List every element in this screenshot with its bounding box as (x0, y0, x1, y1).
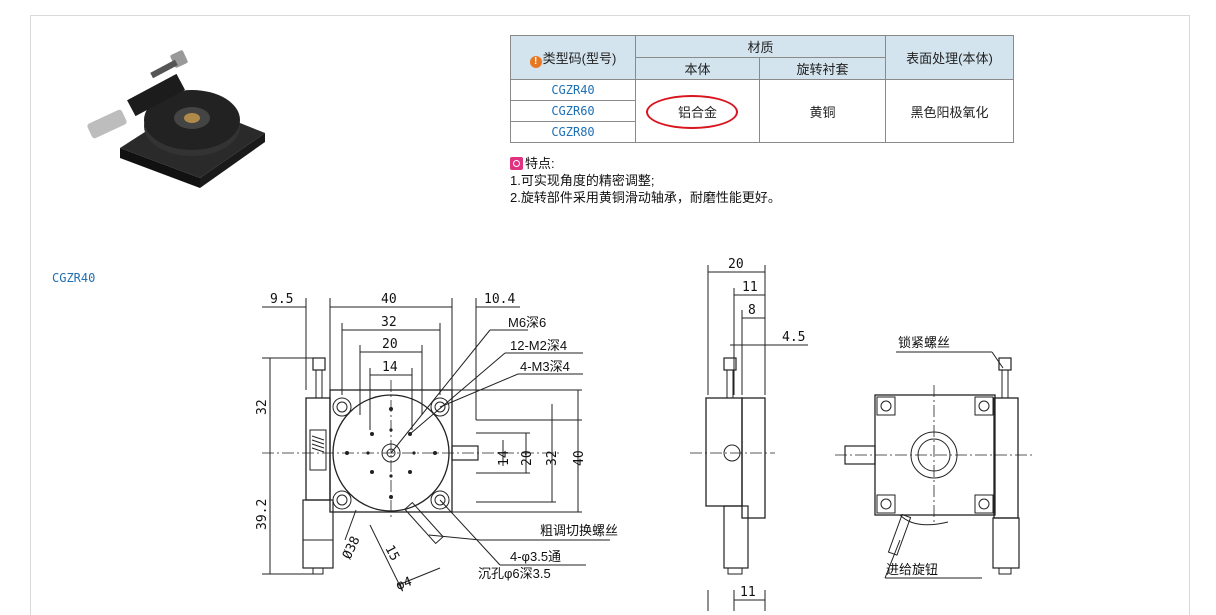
label-counterbore: 沉孔φ6深3.5 (478, 566, 551, 581)
material-bushing: 黄铜 (759, 79, 886, 143)
label-feed-knob: 进给旋钮 (886, 562, 938, 577)
side-view (690, 265, 808, 611)
dim-9-5: 9.5 (270, 292, 293, 307)
features-title: 特点: (525, 156, 555, 171)
product-photo (87, 50, 265, 188)
model-label[interactable]: CGZR40 (52, 271, 96, 285)
dim-side-11-bottom: 11 (740, 585, 756, 600)
label-lock-screw: 锁紧螺丝 (898, 335, 950, 350)
content-frame (30, 15, 1190, 615)
dim-32: 32 (381, 315, 397, 330)
label-m6: M6深6 (508, 315, 546, 330)
dim-v20: 20 (520, 450, 535, 466)
feature-item: 1.可实现角度的精密调整; (510, 173, 655, 188)
dim-v40: 40 (572, 450, 587, 466)
highlight-ellipse (646, 95, 738, 129)
features-title-row: 特点: (510, 155, 781, 172)
label-coarse-screw: 粗调切换螺丝 (540, 523, 618, 538)
dim-phi4: φ4 (394, 574, 414, 594)
code-cgzr40[interactable]: CGZR40 (510, 79, 636, 101)
dim-side-20: 20 (728, 257, 744, 272)
dim-side-8: 8 (748, 303, 756, 318)
label-m3: 4-M3深4 (520, 359, 570, 374)
label-holes: 4-φ3.5通 (510, 549, 561, 564)
dim-10-4: 10.4 (484, 292, 515, 307)
header-body: 本体 (635, 57, 760, 80)
spec-table: !类型码(型号) 材质 表面处理(本体) 本体 旋转衬套 CGZR40 铝合金 … (510, 35, 1014, 143)
dim-40: 40 (381, 292, 397, 307)
code-cgzr60[interactable]: CGZR60 (510, 100, 636, 122)
dim-14: 14 (382, 360, 398, 375)
features-section: 特点: 1.可实现角度的精密调整; 2.旋转部件采用黄铜滑动轴承，耐磨性能更好。 (510, 155, 781, 206)
top-view (262, 298, 610, 591)
dim-left-39-2: 39.2 (255, 499, 270, 530)
features-icon (510, 157, 523, 170)
header-surface: 表面处理(本体) (885, 35, 1014, 80)
feature-item: 2.旋转部件采用黄铜滑动轴承，耐磨性能更好。 (510, 190, 781, 205)
material-body-cell: 铝合金 (635, 79, 760, 143)
surface-treatment: 黑色阳极氧化 (885, 79, 1014, 143)
code-cgzr80[interactable]: CGZR80 (510, 121, 636, 143)
warning-icon: ! (529, 55, 542, 68)
dim-v32: 32 (545, 450, 560, 466)
label-m2: 12-M2深4 (510, 338, 567, 353)
dim-20: 20 (382, 337, 398, 352)
dim-left-32: 32 (255, 399, 270, 415)
dim-side-4-5: 4.5 (782, 330, 805, 345)
header-type-code: !类型码(型号) (510, 35, 636, 80)
dim-d38: Ø38 (340, 534, 364, 562)
bottom-view (835, 351, 1035, 579)
dim-side-11: 11 (742, 280, 758, 295)
dim-v14: 14 (497, 450, 512, 466)
dim-15: 15 (381, 543, 402, 564)
